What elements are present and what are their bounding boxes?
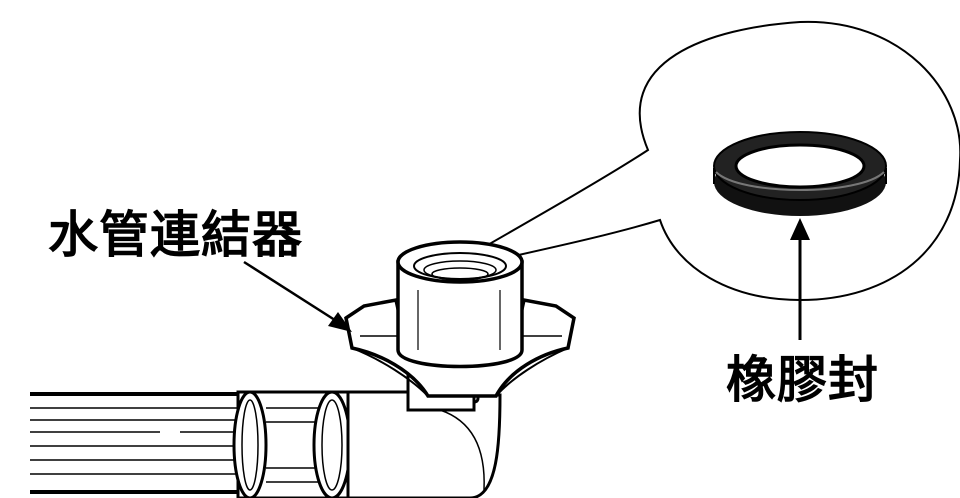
rubber-seal-icon — [713, 131, 887, 216]
connector-label: 水管連結器 — [48, 206, 303, 264]
seal-pointer-arrow — [790, 218, 810, 340]
seal-label: 橡膠封 — [726, 351, 879, 409]
callout-bubble — [455, 20, 960, 302]
connector-pointer-arrow — [243, 260, 352, 332]
hose-pipe — [30, 392, 250, 494]
water-pipe-connector-icon — [344, 240, 576, 398]
